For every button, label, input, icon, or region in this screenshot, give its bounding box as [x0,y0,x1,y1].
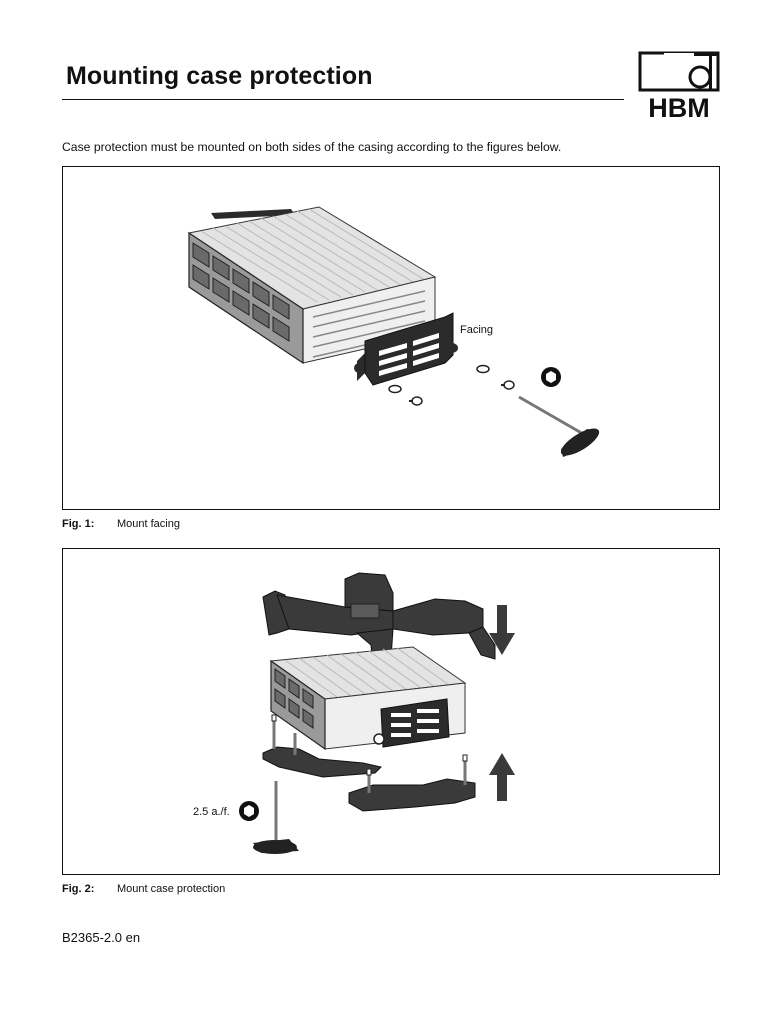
connector-array [274,668,314,729]
facing-label: Facing [460,324,493,336]
casing-top-rail [211,209,295,219]
hex-key-icon [518,395,600,457]
figure-1-frame: Facing [62,166,720,510]
svg-text:HBM: HBM [648,93,710,121]
document-id: B2365-2.0 en [62,930,141,945]
figure-1-number: Fig. 1: [62,518,95,530]
arrow-down-icon [489,605,515,655]
bottom-bracket-left [262,746,382,778]
figure-2-frame: 2.5 a./f. [62,548,720,875]
figure-2-number: Fig. 2: [62,883,95,895]
wrench-size-label: 2.5 a./f. [193,806,230,818]
hbm-logo: HBM [638,51,720,121]
top-bracket [262,572,496,688]
bracket-label-plate [350,603,380,619]
mounted-facing [373,698,450,748]
page-title: Mounting case protection [66,62,373,90]
figure-2-caption-text: Mount case protection [117,883,226,895]
title-rule [62,99,624,100]
hex-key-icon [253,781,299,854]
bottom-bracket-right [348,778,476,812]
arrow-up-icon [489,753,515,801]
facing-plate [354,312,458,386]
intro-text: Case protection must be mounted on both … [62,140,562,154]
figure-1-caption-text: Mount facing [117,518,180,530]
hex-socket-icon [239,801,259,821]
connector-array [192,242,290,342]
hex-socket-icon [541,367,561,387]
figure-2-illustration: 2.5 a./f. [193,572,515,854]
figure-1-illustration: Facing [187,206,600,457]
washers-and-screws [388,364,515,406]
